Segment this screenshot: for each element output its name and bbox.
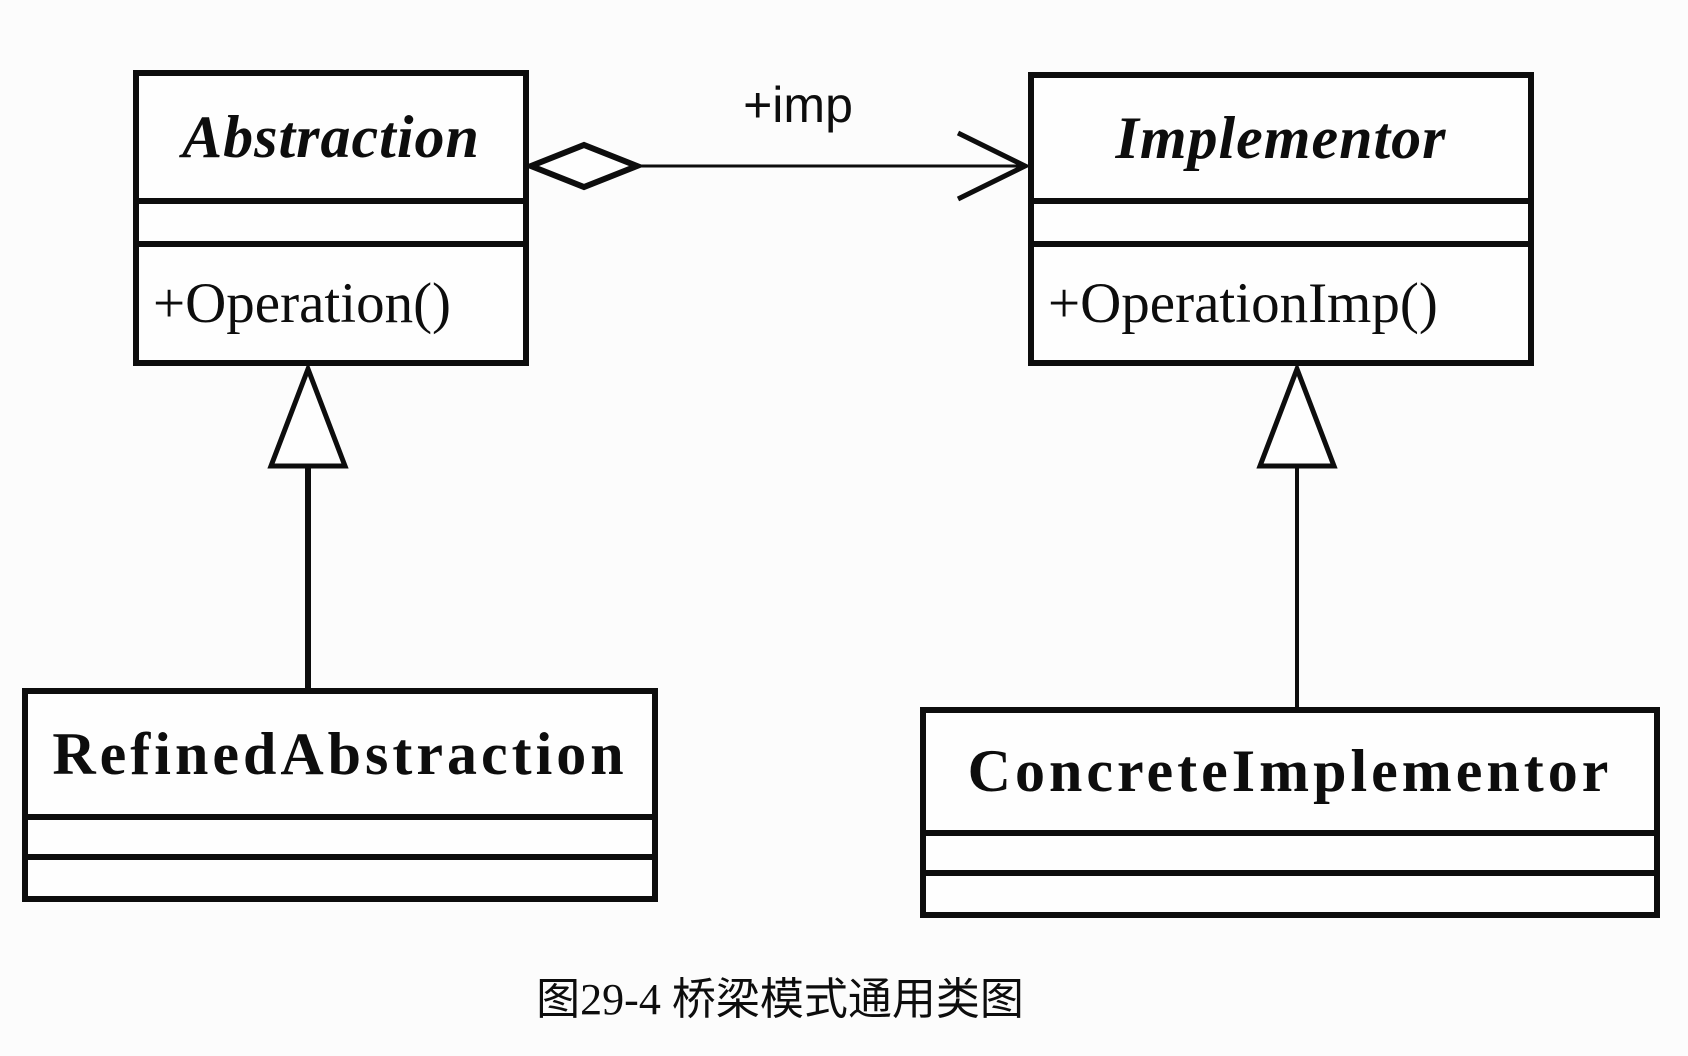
association-label-imp: +imp — [743, 77, 853, 133]
class-methods-section-abstraction: +Operation() — [139, 241, 523, 360]
class-attributes-section-abstraction — [139, 198, 523, 241]
figure-caption: 图29-4 桥梁模式通用类图 — [536, 975, 1024, 1024]
method-label-operationimp: +OperationImp() — [1048, 272, 1438, 335]
class-methods-section-refined-abstraction — [28, 854, 652, 896]
class-title-refined-abstraction: RefinedAbstraction — [52, 720, 628, 787]
class-title-implementor: Implementor — [1115, 104, 1447, 171]
class-attributes-section-implementor — [1034, 198, 1528, 241]
aggregation-diamond-icon — [522, 141, 646, 191]
class-title-abstraction: Abstraction — [182, 103, 480, 170]
class-attributes-section-refined-abstraction — [28, 814, 652, 854]
class-methods-section-concrete-implementor — [926, 870, 1654, 912]
class-attributes-section-concrete-implementor — [926, 830, 1654, 870]
generalization-triangle-icon-right — [1256, 361, 1338, 469]
class-methods-section-implementor: +OperationImp() — [1034, 241, 1528, 360]
class-title-concrete-implementor: ConcreteImplementor — [967, 738, 1613, 804]
class-box-concrete-implementor: ConcreteImplementor — [920, 707, 1660, 918]
generalization-triangle-icon-left — [267, 361, 349, 469]
association-arrowhead-icon — [956, 130, 1031, 202]
class-box-abstraction: Abstraction +Operation() — [133, 70, 529, 366]
method-label-operation: +Operation() — [153, 272, 452, 335]
class-box-implementor: Implementor +OperationImp() — [1028, 72, 1534, 366]
class-box-refined-abstraction: RefinedAbstraction — [22, 688, 658, 902]
